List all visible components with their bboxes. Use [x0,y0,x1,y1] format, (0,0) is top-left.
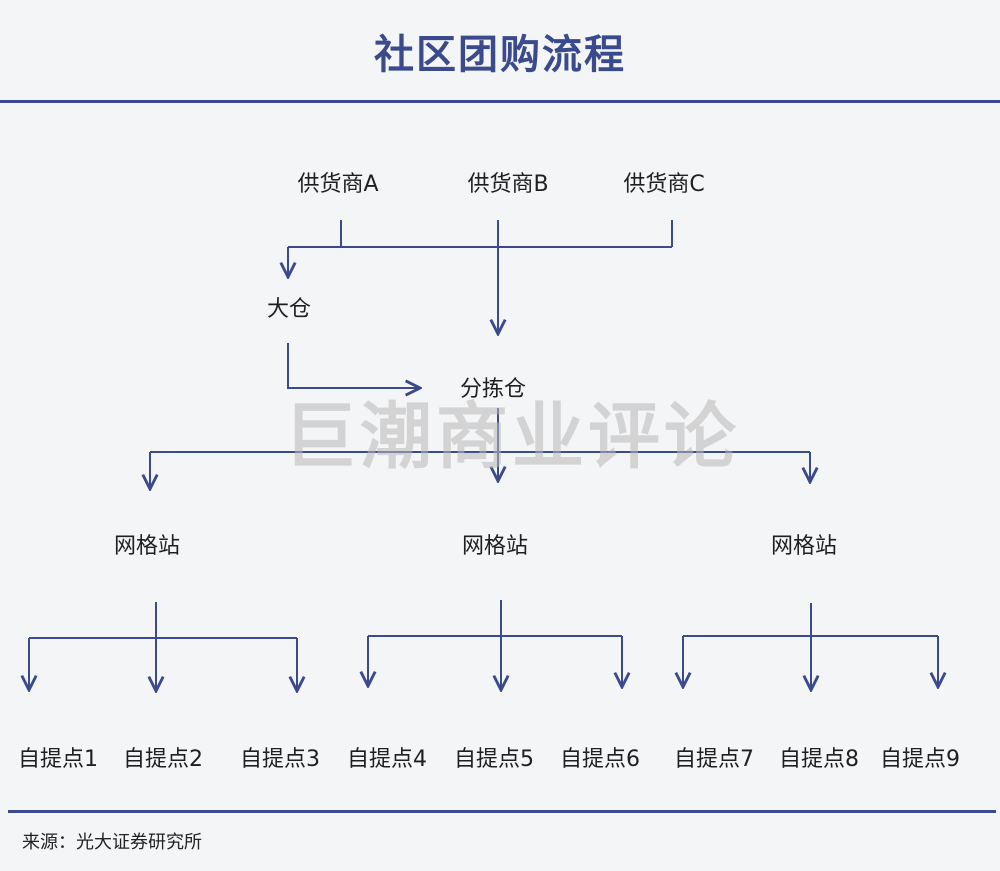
supplier-a-node: 供货商A [297,172,379,197]
pickup-point-5-node: 自提点5 [454,747,534,772]
supplier-c-node: 供货商C [623,172,705,197]
sorting-warehouse-node: 分拣仓 [459,377,527,402]
arrow-main-to-sorting [287,343,420,388]
supplier-b-node: 供货商B [467,172,549,197]
pickup-point-2-node: 自提点2 [123,747,203,772]
pickup-point-7-node: 自提点7 [674,747,754,772]
page-title: 社区团购流程 [374,32,626,78]
pickup-point-9-node: 自提点9 [880,747,960,772]
pickup-point-6-node: 自提点6 [560,747,640,772]
pickup-point-1-node: 自提点1 [18,747,98,772]
footer-divider [8,810,996,813]
grid-station-2-node: 网格站 [461,534,529,559]
pickup-point-4-node: 自提点4 [347,747,427,772]
source-note: 来源：光大证券研究所 [22,832,202,853]
pickup-point-8-node: 自提点8 [779,747,859,772]
main-warehouse-node: 大仓 [266,297,312,322]
grid-station-1-node: 网格站 [113,534,181,559]
pickup-point-3-node: 自提点3 [240,747,320,772]
title-divider [0,100,1000,103]
watermark-text: 巨潮商业评论 [283,394,741,479]
grid-station-3-node: 网格站 [770,534,838,559]
